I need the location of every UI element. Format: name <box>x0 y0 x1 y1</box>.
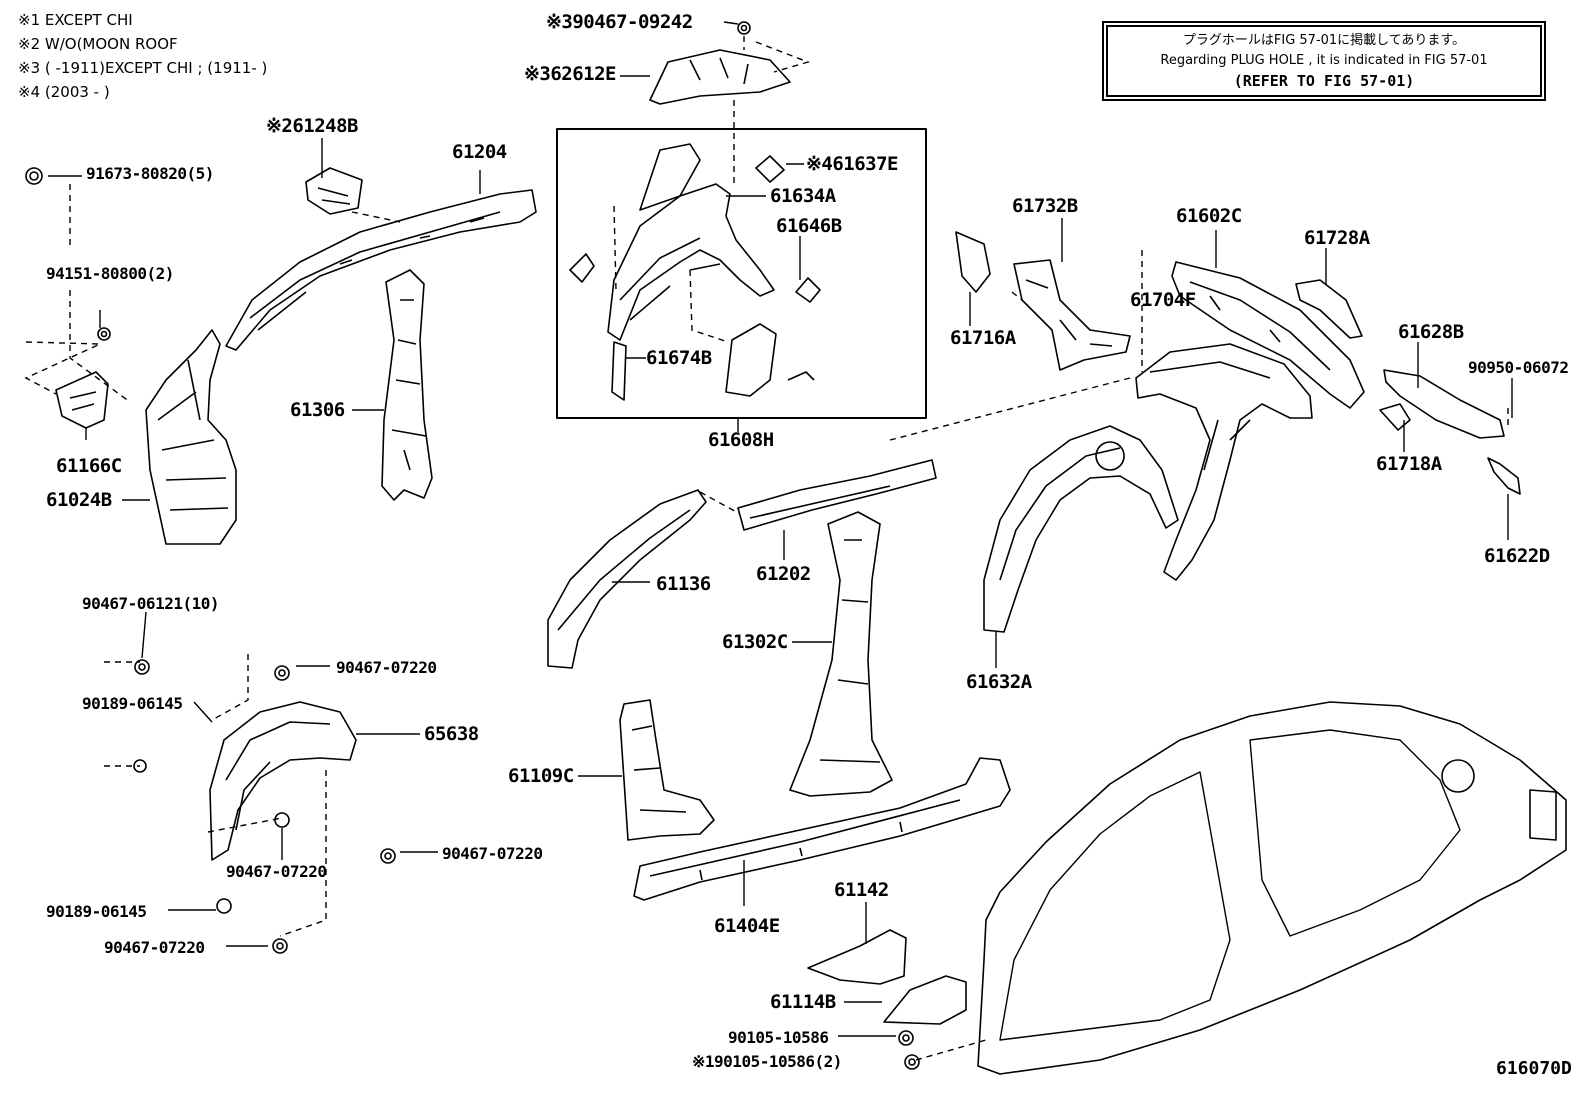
label-61024B[interactable]: 61024B <box>46 489 112 511</box>
label-61628B[interactable]: 61628B <box>1398 321 1464 343</box>
label-90467-07220-a[interactable]: 90467-07220 <box>336 658 437 677</box>
label-90105-10586-a[interactable]: 90105-10586 <box>728 1028 829 1047</box>
part-61302C <box>789 511 893 797</box>
note-1: ※1 EXCEPT CHI <box>18 11 133 29</box>
part-61674B <box>611 341 627 401</box>
part-61202 <box>737 459 937 531</box>
label-61306[interactable]: 61306 <box>290 399 345 421</box>
label-61728A[interactable]: 61728A <box>1304 227 1370 249</box>
figure-code: 616070D <box>1496 1058 1572 1079</box>
label-61632A[interactable]: 61632A <box>966 671 1032 693</box>
part-61704F <box>1135 343 1313 581</box>
label-90467-06121[interactable]: 90467-06121(10) <box>82 594 220 613</box>
reference-line-jp: プラグホールはFIG 57-01に掲載してあります。 <box>1182 33 1466 48</box>
part-61634A <box>607 183 775 341</box>
label-90189-06145-b[interactable]: 90189-06145 <box>46 902 147 921</box>
part-61602C <box>1171 261 1365 409</box>
note-3: ※3 ( -1911)EXCEPT CHI ; (1911- ) <box>18 59 268 77</box>
label-61732B[interactable]: 61732B <box>1012 195 1078 217</box>
label-91673-80820[interactable]: 91673-80820(5) <box>86 164 214 183</box>
label-61637E[interactable]: ※461637E <box>806 153 899 175</box>
label-65638[interactable]: 65638 <box>424 723 479 745</box>
part-61646B <box>795 277 821 303</box>
label-61109C[interactable]: 61109C <box>508 765 574 787</box>
label-61704F[interactable]: 61704F <box>1130 289 1196 311</box>
reference-line-en: Regarding PLUG HOLE , it is indicated in… <box>1160 53 1488 68</box>
label-61136[interactable]: 61136 <box>656 573 711 595</box>
label-61248B[interactable]: ※261248B <box>266 115 359 137</box>
label-61202[interactable]: 61202 <box>756 563 811 585</box>
label-61602C[interactable]: 61602C <box>1176 205 1242 227</box>
label-90467-07220-b[interactable]: 90467-07220 <box>442 844 543 863</box>
part-61306 <box>381 269 433 501</box>
label-90467-09242[interactable]: ※390467-09242 <box>546 11 693 33</box>
part-61404E <box>633 757 1011 901</box>
label-61622D[interactable]: 61622D <box>1484 545 1550 567</box>
part-61632A <box>983 425 1179 633</box>
part-62612E <box>649 49 791 105</box>
label-61114B[interactable]: 61114B <box>770 991 836 1013</box>
label-61674B[interactable]: 61674B <box>646 347 712 369</box>
inset-group-box <box>556 128 927 419</box>
part-61628B <box>1383 369 1505 439</box>
label-90467-07220-c[interactable]: 90467-07220 <box>226 862 327 881</box>
part-body-side-outer <box>977 701 1567 1075</box>
part-61716A <box>955 231 991 293</box>
note-2: ※2 W/O(MOON ROOF <box>18 35 178 53</box>
label-61608H[interactable]: 61608H <box>708 429 774 451</box>
label-62612E[interactable]: ※362612E <box>524 63 617 85</box>
part-61136 <box>547 489 707 669</box>
reference-box: プラグホールはFIG 57-01に掲載してあります。 Regarding PLU… <box>1106 25 1542 97</box>
part-61728A <box>1295 279 1363 339</box>
label-90950-06072[interactable]: 90950-06072 <box>1468 358 1569 377</box>
label-90105-10586-b[interactable]: ※190105-10586(2) <box>692 1052 842 1071</box>
part-61718A <box>1379 403 1411 431</box>
part-61732B <box>1013 259 1131 371</box>
part-61109C <box>619 699 715 841</box>
label-61404E[interactable]: 61404E <box>714 915 780 937</box>
label-90189-06145-a[interactable]: 90189-06145 <box>82 694 183 713</box>
label-90467-07220-d[interactable]: 90467-07220 <box>104 938 205 957</box>
note-4: ※4 (2003 - ) <box>18 83 110 101</box>
label-61718A[interactable]: 61718A <box>1376 453 1442 475</box>
reference-line-refer: (REFER TO FIG 57-01) <box>1233 72 1415 90</box>
part-61204 <box>225 189 537 351</box>
part-61166C <box>55 371 109 429</box>
part-61142 <box>807 929 907 985</box>
part-61114B <box>883 975 967 1025</box>
label-94151-80800[interactable]: 94151-80800(2) <box>46 264 174 283</box>
part-61622D <box>1487 457 1521 495</box>
part-61024B <box>145 329 237 545</box>
label-61142[interactable]: 61142 <box>834 879 889 901</box>
label-61716A[interactable]: 61716A <box>950 327 1016 349</box>
label-61302C[interactable]: 61302C <box>722 631 788 653</box>
part-61637E <box>755 155 785 183</box>
label-61634A[interactable]: 61634A <box>770 185 836 207</box>
label-61166C[interactable]: 61166C <box>56 455 122 477</box>
label-61646B[interactable]: 61646B <box>776 215 842 237</box>
label-61204[interactable]: 61204 <box>452 141 507 163</box>
part-61248B <box>305 167 363 215</box>
